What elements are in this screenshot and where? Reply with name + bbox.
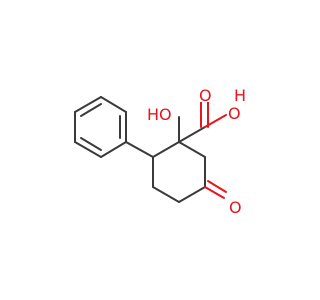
- acid-hydrogen-label: H: [234, 86, 246, 105]
- ring-bond: [178, 141, 206, 158]
- phenyl-bond: [100, 96, 127, 113]
- acid-oxygen-label-bg: [196, 86, 214, 102]
- phenyl-double-bond: [80, 103, 102, 117]
- ring-bond: [178, 186, 206, 203]
- acid-oh-oxygen-bg: [228, 104, 242, 122]
- substituents: [178, 97, 227, 199]
- ketone-double-bond: [207, 180, 227, 193]
- phenyl-bond: [74, 96, 102, 113]
- acid-oxygen-label: O: [199, 86, 212, 105]
- acid-oh-bond: [204, 114, 227, 128]
- ketone-oxygen-label-bg: [226, 198, 242, 216]
- carboxyl-carbon-bond: [178, 126, 206, 143]
- ketone-double-bond: [204, 186, 225, 199]
- ring-bond: [152, 141, 180, 158]
- structure-diagram: HO O O H O: [74, 86, 246, 217]
- cyclohexanone-ring: [125, 141, 206, 203]
- ring-bond: [125, 141, 154, 158]
- hydroxyl-label-bg: [146, 105, 176, 123]
- phenyl-bond: [100, 141, 127, 158]
- atom-labels: HO O O H O: [146, 86, 246, 217]
- phenyl-double-bond: [80, 137, 102, 151]
- hydroxyl-label: HO: [147, 105, 172, 124]
- ring-bond: [152, 186, 180, 203]
- structure-svg: HO O O H O: [74, 86, 246, 217]
- phenyl-ring: [74, 96, 127, 158]
- phenyl-bond: [74, 141, 102, 158]
- ketone-oxygen-label: O: [229, 198, 242, 217]
- acid-oxygen-label: O: [228, 104, 241, 123]
